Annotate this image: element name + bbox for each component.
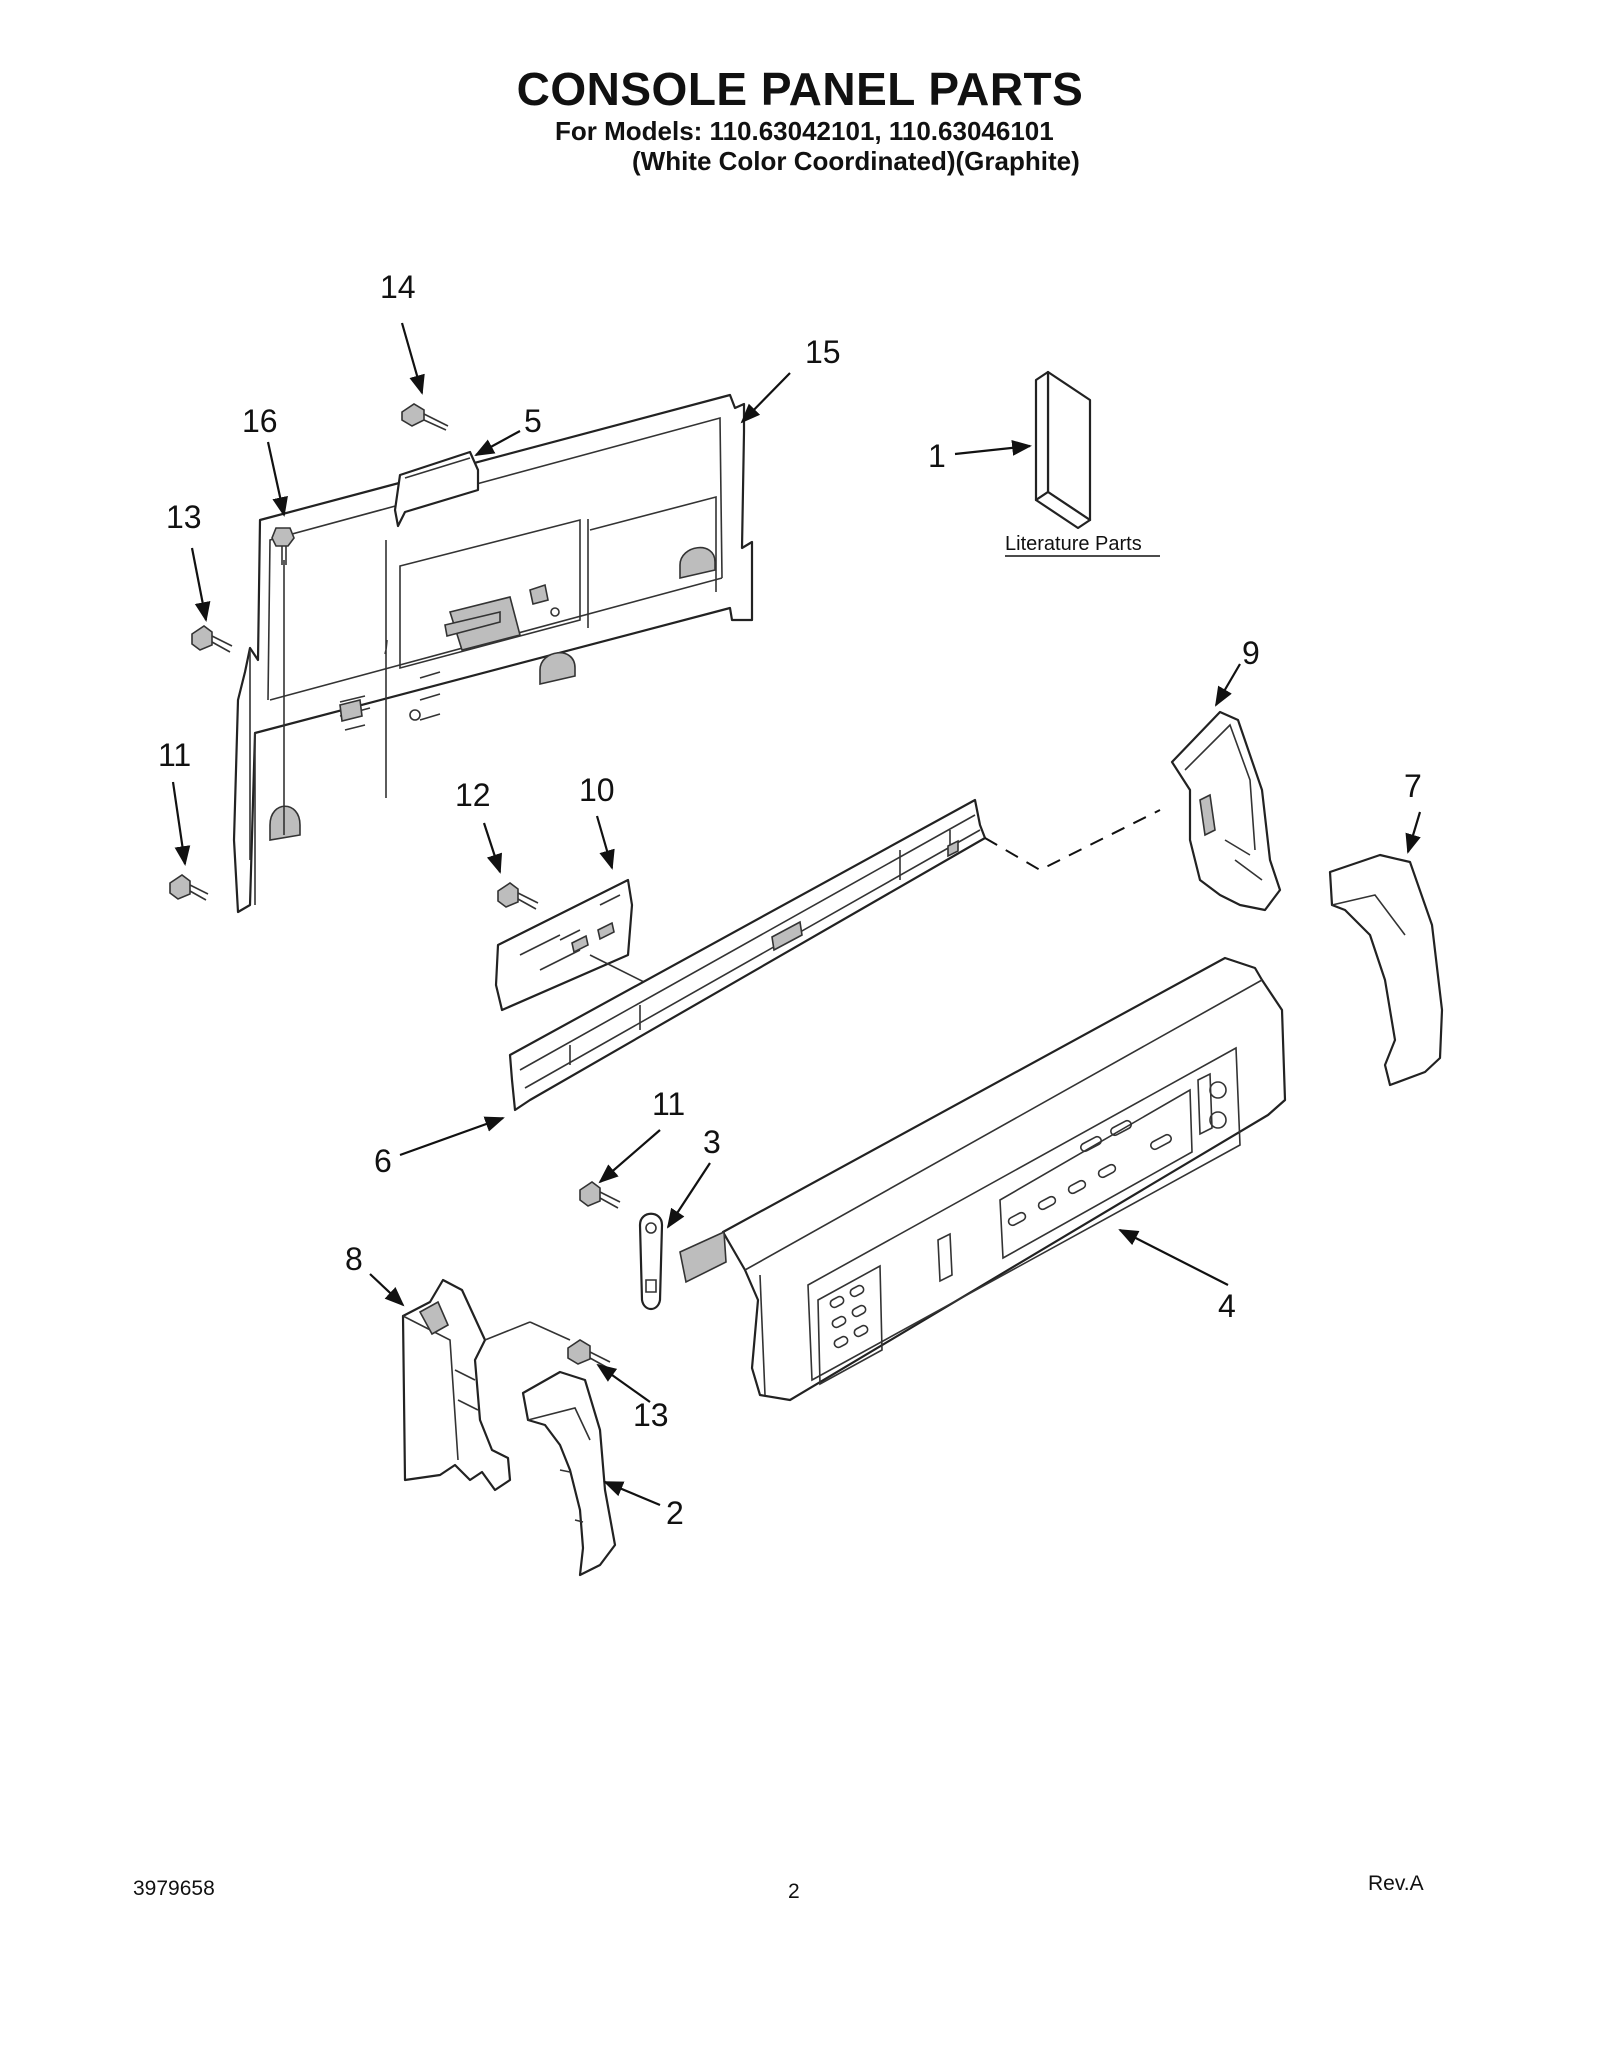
- models-line: For Models: 110.63042101, 110.63046101: [555, 116, 1054, 146]
- leader-arrows: [171, 322, 1422, 1507]
- left-end-trim-part: [521, 1370, 617, 1577]
- literature-parts-label: Literature Parts: [1005, 533, 1142, 555]
- page-number: 2: [788, 1880, 800, 1903]
- bracket-plate-part: [393, 450, 480, 528]
- callout-10: 10: [579, 772, 615, 808]
- callout-12: 12: [455, 777, 491, 813]
- screw-12: [497, 882, 539, 910]
- callout-2: 2: [666, 1495, 684, 1531]
- screw-11-mid: [579, 1181, 621, 1209]
- callout-16: 16: [242, 403, 278, 439]
- callout-7: 7: [1404, 768, 1422, 804]
- screw-11-left: [169, 874, 209, 901]
- colors-line: (White Color Coordinated)(Graphite): [632, 146, 1080, 176]
- revision-label: Rev.A: [1368, 1872, 1424, 1895]
- callout-1: 1: [928, 438, 946, 474]
- callout-11-upper: 11: [158, 737, 191, 773]
- screw-13-lower: [567, 1339, 611, 1369]
- screw-13-left: [191, 625, 233, 653]
- circuit-board-part: [494, 878, 661, 1012]
- screw-16: [271, 527, 295, 835]
- page-title: CONSOLE PANEL PARTS: [516, 63, 1084, 115]
- dashed-connector: [984, 809, 1161, 872]
- callout-8: 8: [345, 1241, 363, 1277]
- callout-14: 14: [380, 269, 416, 305]
- callout-6: 6: [374, 1143, 392, 1179]
- callout-13-lower: 13: [633, 1397, 669, 1433]
- callout-5: 5: [524, 403, 542, 439]
- callout-11-lower: 11: [652, 1086, 685, 1122]
- right-end-trim-part: [1328, 853, 1444, 1087]
- screw-14: [401, 403, 449, 431]
- callout-15: 15: [805, 334, 841, 370]
- callout-13-upper: 13: [166, 499, 202, 535]
- channel-bracket-part: [508, 798, 987, 1112]
- callout-9: 9: [1242, 635, 1260, 671]
- document-number: 3979658: [133, 1877, 215, 1900]
- literature-book-part: [1034, 370, 1092, 530]
- callout-3: 3: [703, 1124, 721, 1160]
- clip-part: [638, 1212, 664, 1311]
- right-end-cap-part: [1170, 710, 1282, 912]
- callout-4: 4: [1218, 1288, 1236, 1324]
- control-panel-back-part: [232, 393, 754, 914]
- front-console-panel-part: [679, 956, 1287, 1402]
- left-end-cap-part: [401, 1278, 571, 1492]
